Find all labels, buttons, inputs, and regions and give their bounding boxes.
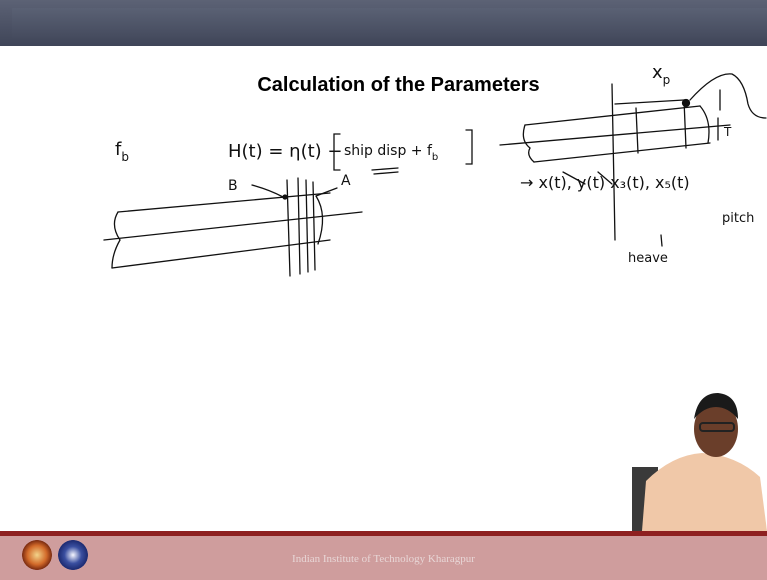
- heave-tick: [660, 234, 663, 247]
- arrow-A: [315, 187, 338, 197]
- right-section-1: [611, 83, 616, 241]
- label-xp: xp: [652, 62, 670, 87]
- underline-1: [371, 167, 399, 171]
- right-section-2: [635, 107, 639, 154]
- right-hull-mid: [499, 124, 731, 146]
- iit-kharagpur-logo-icon: [58, 540, 88, 570]
- footer-red-line: [0, 531, 767, 536]
- hair: [694, 393, 738, 419]
- strike-1: [562, 171, 586, 185]
- bracket-right: [465, 129, 473, 165]
- bracket-text: ship disp + fb: [344, 143, 438, 163]
- left-hull-bow: [111, 211, 121, 269]
- point-dot: [282, 194, 288, 200]
- label-pitch: pitch: [722, 211, 754, 226]
- section-line-1: [286, 179, 291, 277]
- footer-institute-name: Indian Institute of Technology Kharagpur: [292, 553, 475, 565]
- underline-2: [373, 171, 399, 175]
- shirt: [642, 453, 767, 531]
- arrow-B: [251, 184, 284, 198]
- right-section-3: [683, 99, 687, 149]
- slide-footer: Indian Institute of Technology Kharagpur: [0, 531, 767, 580]
- label-B: B: [228, 178, 238, 194]
- head: [694, 401, 738, 457]
- point-p: [681, 98, 691, 108]
- bracket-left: [333, 133, 341, 171]
- lecturer-video-inset: [632, 393, 767, 531]
- wave-profile: [689, 73, 767, 119]
- equation-text: H(t) = η(t) −: [228, 141, 342, 162]
- left-hull-mid: [103, 211, 363, 241]
- left-hull-bottom: [111, 239, 331, 269]
- glasses: [699, 422, 735, 432]
- strike-2: [597, 171, 613, 185]
- arrow-xp: [614, 99, 685, 105]
- right-hull-bow: [522, 124, 535, 163]
- label-T: T: [723, 125, 732, 139]
- motion-list: → x(t), y(t) x₃(t), x₅(t): [520, 173, 690, 192]
- section-line-4: [312, 181, 316, 271]
- top-bar-inner: [12, 8, 767, 38]
- slide-title: Calculation of the Parameters: [257, 74, 540, 96]
- label-heave: heave: [628, 251, 668, 266]
- left-hull-stern: [315, 195, 324, 245]
- section-line-3: [305, 179, 309, 273]
- slide-top-bar: [0, 0, 767, 46]
- left-hull-top: [117, 192, 331, 213]
- f-b-label: fb: [115, 139, 129, 164]
- label-A: A: [341, 173, 351, 189]
- institute-seal-icon: [22, 540, 52, 570]
- section-line-2: [297, 177, 301, 275]
- slide-canvas: [12, 46, 767, 531]
- right-hull-stern: [699, 105, 710, 144]
- right-hull-bottom: [533, 142, 711, 163]
